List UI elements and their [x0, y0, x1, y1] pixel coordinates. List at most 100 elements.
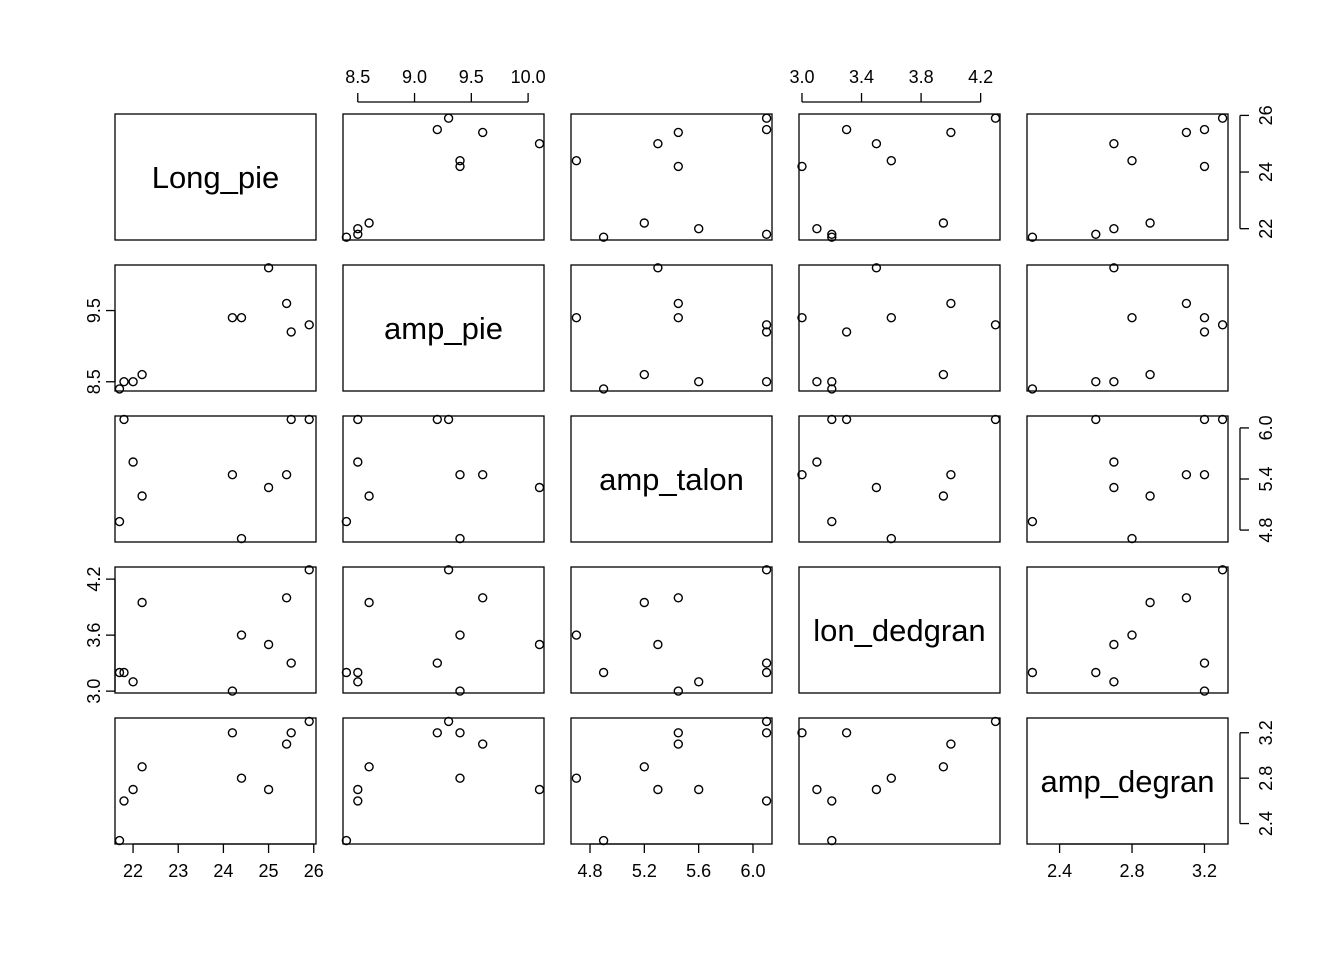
scatter-point: [598, 667, 609, 678]
scatter-point: [227, 470, 238, 480]
panel-amp-talon-vs-long-pie: [114, 414, 317, 544]
scatter-point: [886, 773, 896, 783]
panel-amp-degran-vs-long-pie: [114, 716, 317, 846]
tick-label: 4.2: [84, 567, 104, 592]
scatter-point: [304, 320, 314, 330]
panel-long-pie-vs-amp-degran: [1026, 113, 1229, 242]
scatter-point: [827, 377, 837, 387]
scatter-point: [1091, 414, 1101, 425]
scatter-point: [761, 716, 772, 727]
scatter-point: [639, 762, 649, 772]
scatter-point: [694, 784, 704, 795]
panel-frame: [342, 717, 545, 845]
panel-frame: [114, 415, 317, 543]
scatter-point: [353, 667, 363, 678]
scatter-point: [455, 630, 465, 640]
scatter-point: [263, 482, 274, 493]
scatter-point: [443, 565, 454, 575]
tick-label: 26: [304, 861, 324, 881]
scatter-point: [534, 138, 545, 149]
tick-label: 3.2: [1192, 861, 1217, 881]
scatter-point: [455, 773, 465, 783]
scatter-point: [938, 218, 949, 228]
panel-frame: [798, 264, 1001, 392]
tick-label: 3.0: [789, 67, 814, 87]
scatter-point: [1127, 313, 1137, 323]
scatter-point: [827, 229, 837, 240]
scatter-point: [286, 728, 296, 738]
scatter-point: [1199, 470, 1210, 480]
scatter-point: [227, 686, 238, 696]
scatter-point: [1109, 639, 1119, 650]
tick-label: 9.5: [84, 298, 104, 323]
scatter-point: [639, 218, 649, 228]
scatter-point: [1091, 667, 1101, 678]
scatter-point: [432, 728, 442, 738]
tick-label: 3.8: [909, 67, 934, 87]
scatter-point: [1091, 229, 1101, 240]
scatter-point: [761, 320, 772, 330]
scatter-point: [841, 728, 852, 738]
scatter-point: [1027, 384, 1038, 394]
scatter-point: [1199, 414, 1210, 425]
scatter-point: [455, 155, 465, 166]
panel-frame: [570, 566, 773, 694]
scatter-point: [119, 414, 129, 425]
scatter-point: [236, 773, 247, 783]
scatter-point: [128, 377, 138, 387]
panel-amp-pie-vs-lon-dedgran: [797, 263, 1001, 394]
scatter-point: [761, 796, 772, 806]
panel-long-pie-vs-long-pie: Long_pie: [114, 113, 317, 241]
scatter-point: [281, 593, 292, 603]
scatter-point: [1199, 327, 1210, 337]
scatter-point: [598, 232, 609, 242]
panel-frame: [114, 717, 317, 845]
tick-label: 3.0: [84, 679, 104, 704]
scatter-point: [281, 739, 292, 749]
scatter-point: [455, 728, 465, 738]
scatter-point: [797, 161, 807, 172]
scatter-point: [286, 658, 296, 668]
panel-amp-talon-vs-lon-dedgran: [797, 414, 1001, 544]
scatter-point: [534, 639, 545, 650]
scatter-point: [236, 630, 247, 640]
scatter-point: [263, 263, 274, 273]
tick-label: 22: [123, 861, 143, 881]
y-axis-right-amp-degran: 2.42.83.2: [1239, 720, 1276, 836]
panel-lon-dedgran-vs-amp-talon: [570, 565, 773, 696]
scatter-point: [827, 384, 837, 394]
scatter-point: [455, 470, 465, 480]
scatter-point: [571, 155, 582, 166]
panel-frame: [114, 113, 317, 241]
scatter-point: [137, 491, 147, 501]
panel-long-pie-vs-lon-dedgran: [797, 113, 1001, 242]
scatter-point: [841, 327, 852, 337]
scatter-point: [639, 369, 649, 380]
tick-label: 2.8: [1120, 861, 1145, 881]
scatter-point: [432, 414, 442, 425]
panel-frame: [1026, 264, 1229, 392]
scatter-point: [1109, 482, 1119, 493]
scatter-point: [761, 113, 772, 123]
tick-label: 5.2: [632, 861, 657, 881]
scatter-point: [281, 470, 292, 480]
scatter-point: [478, 127, 488, 138]
scatter-point: [673, 161, 683, 172]
scatter-point: [812, 223, 822, 234]
panel-lon-dedgran-vs-amp-degran: [1026, 565, 1229, 696]
scatter-point: [1145, 597, 1155, 608]
scatter-point: [227, 728, 238, 738]
scatter-point: [673, 298, 683, 309]
tick-label: 2.4: [1047, 861, 1072, 881]
tick-label: 3.6: [84, 623, 104, 648]
scatter-point: [827, 232, 837, 242]
scatter-point: [353, 457, 363, 467]
scatter-point: [598, 384, 609, 394]
panel-amp-pie-vs-long-pie: [114, 263, 317, 394]
scatter-point: [353, 414, 363, 425]
scatter-point: [886, 533, 896, 544]
